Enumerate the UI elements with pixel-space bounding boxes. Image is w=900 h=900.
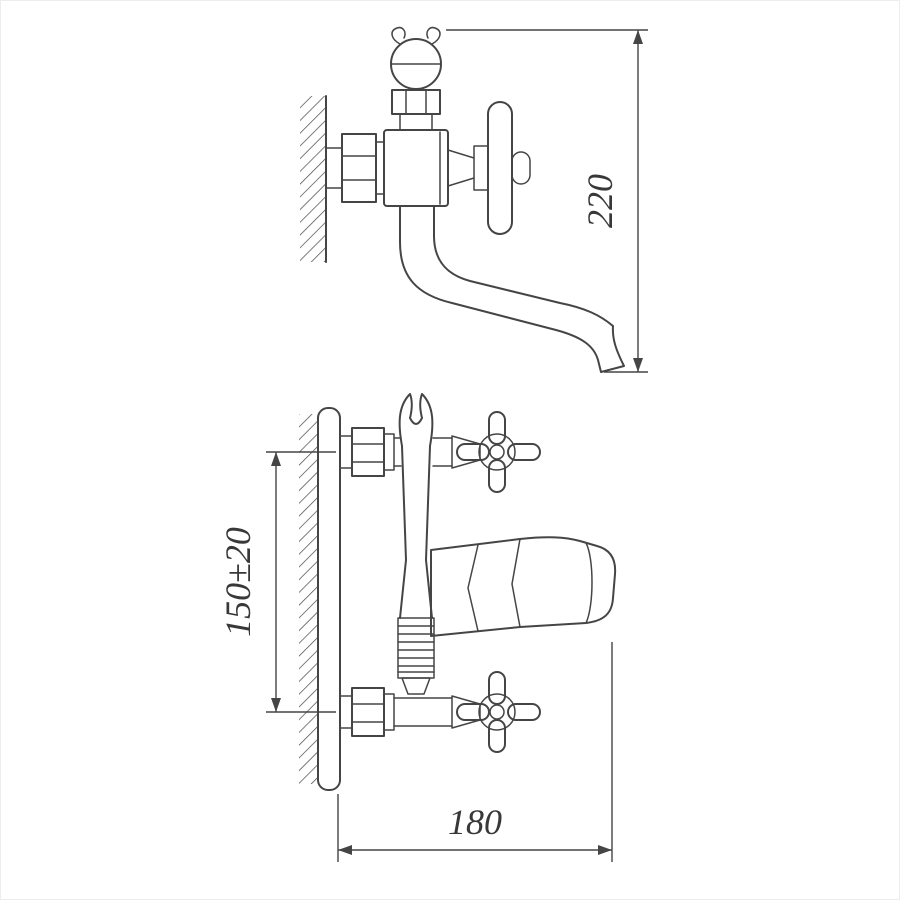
front-view: 150±20 180 [218,393,617,862]
dimension-label-height: 220 [580,174,620,228]
diverter-hex-nut [391,89,441,115]
wall-flange [317,407,341,791]
handle-arm-right [507,443,541,461]
spout-front-outline [430,536,617,637]
handle-arm-right [507,703,541,721]
spout-side [399,205,625,373]
spout-front [430,536,617,637]
spout-facet-line [511,538,521,628]
wall-section-front [299,407,341,791]
handle-hub [489,704,505,720]
valve-body-lines [393,697,453,727]
mount-washer [375,141,385,195]
dimension-label-spout-reach: 180 [448,802,502,842]
spout-facet-line [467,544,479,632]
side-view: 220 [300,26,648,373]
holder-tip [401,677,431,695]
handle-arm-up [488,411,506,445]
arrowhead-right [598,845,612,855]
dimension-height: 220 [446,29,648,373]
handle-hub-side [473,145,489,191]
handle-arm-up [488,671,506,705]
handle-arm-left [456,443,490,461]
inlet-collar [339,695,353,729]
holder-body [399,445,433,619]
arrowhead-up [271,452,281,466]
handle-arm-left [456,703,490,721]
arrowhead-up [633,30,643,44]
mount-collar [325,147,343,189]
inlet-collar [339,435,353,469]
bottom-cross-handle [456,671,541,753]
handle-cross-bar-side [487,101,513,235]
knob-horn-right [426,26,441,45]
mounting-nut-side [325,133,385,203]
top-inlet [339,427,481,477]
handle-hub [489,444,505,460]
arrowhead-left [338,845,352,855]
holder-fork [398,393,434,447]
grip-ribs [397,625,435,673]
wall-hatch-side [300,96,326,262]
knob-horn-left [391,26,406,45]
wall-hatch-front [299,414,318,784]
inlet-hex-nut [351,687,385,737]
valve-body-lines [393,437,453,467]
diverter-stack-side [390,26,442,131]
handle-escutcheon [478,433,516,471]
body-outline [383,129,449,207]
handle-cap-side [511,151,531,185]
top-cross-handle [456,411,541,493]
shower-holder [397,393,435,695]
handle-arm-down [488,459,506,493]
handle-arm-down [488,719,506,753]
arrowhead-down [633,358,643,372]
dimension-inlet-spacing: 150±20 [218,451,336,713]
dimension-spout-reach: 180 [337,642,613,862]
handle-bonnet-side [447,149,475,187]
wall-section-side [300,95,327,263]
mount-hex-nut [341,133,377,203]
cross-handle-side [447,101,531,235]
inlet-washer [383,693,395,731]
inlet-washer [383,433,395,471]
spout-outlet-ring [585,542,593,624]
handle-escutcheon [478,693,516,731]
ribbed-grip [397,617,435,679]
faucet-body-side [383,129,449,207]
arrowhead-down [271,698,281,712]
inlet-hex-nut [351,427,385,477]
dimension-label-inlet-spacing: 150±20 [218,527,258,637]
bottom-inlet [339,687,481,737]
